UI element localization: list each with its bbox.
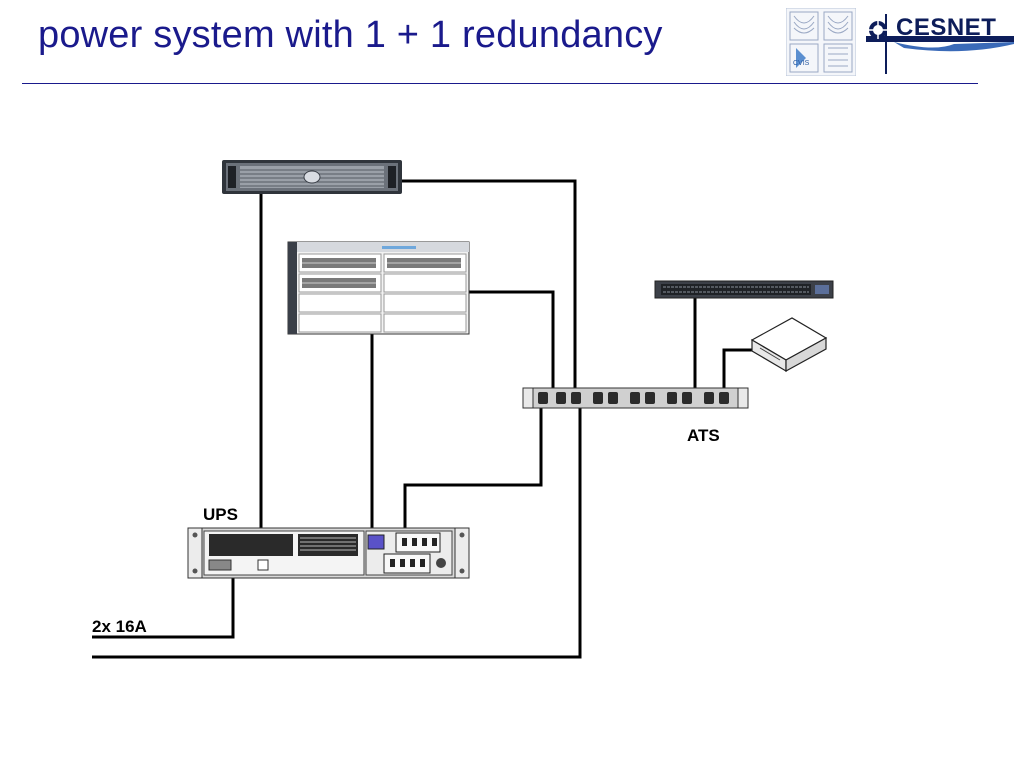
title-divider (22, 83, 978, 84)
cvis-logo-text: CVIS (793, 60, 810, 67)
wire-mains-a-to-ups (92, 578, 235, 639)
ups-label: UPS (203, 505, 238, 524)
wire-mains-b-to-ats (92, 408, 582, 659)
ups-unit-icon (187, 527, 470, 579)
wire-switch-to-ats (469, 290, 555, 388)
wire-box-to-ats (722, 348, 757, 388)
ats-label: ATS (687, 426, 720, 445)
rack-server-icon (222, 160, 402, 194)
desktop-device-icon (750, 317, 828, 373)
wire-server-to-ats (402, 179, 577, 388)
cvis-logo-icon (786, 8, 856, 76)
modular-switch-icon (287, 241, 470, 335)
cesnet-logo-icon (866, 14, 1014, 74)
page-title: power system with 1 + 1 redundancy (38, 14, 663, 56)
wire-ats-to-ups (403, 408, 543, 528)
ats-power-strip-icon (522, 387, 749, 409)
mains-label: 2x 16A (92, 617, 147, 636)
cesnet-logo-text: CESNET (896, 14, 997, 41)
edge-switch-icon (654, 280, 834, 299)
